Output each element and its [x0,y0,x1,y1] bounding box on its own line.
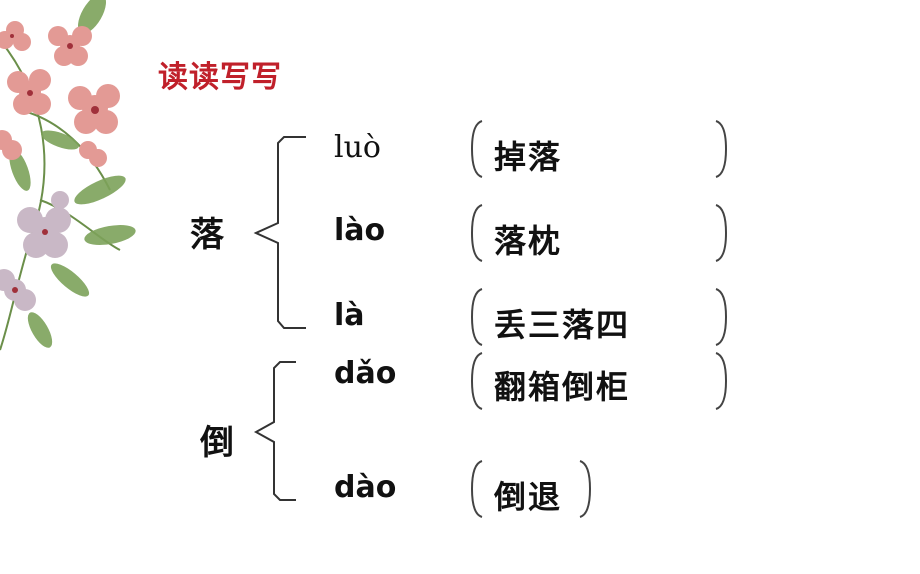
pinyin-luo: luò [334,130,381,165]
word-diaoluo: 掉落 [494,138,563,176]
group-brace-luo [253,136,306,329]
pinyin-dao4: dào [334,470,397,505]
group-brace-dao [253,361,296,501]
right-paren-dao4 [579,460,592,518]
left-paren-la [470,288,483,346]
word-diusanlaosi: 丢三落四 [494,306,631,344]
word-daotui: 倒退 [494,478,563,516]
pinyin-la: là [334,298,365,333]
left-paren-lao [470,204,483,262]
group-character-luo: 落 [190,215,224,255]
right-paren-dao3 [715,352,728,410]
floral-decoration [0,0,136,351]
right-paren-lao [715,204,728,262]
right-paren-luo [715,120,728,178]
group-character-dao: 倒 [200,423,234,463]
pinyin-lao: lào [334,213,386,248]
right-paren-la [715,288,728,346]
word-fanxiangdaogui: 翻箱倒柜 [494,368,631,406]
left-paren-dao4 [470,460,483,518]
left-paren-dao3 [470,352,483,410]
page-title: 读读写写 [158,60,282,95]
left-paren-luo [470,120,483,178]
pinyin-dao3: dǎo [334,356,397,391]
word-laozhen: 落枕 [494,222,563,260]
